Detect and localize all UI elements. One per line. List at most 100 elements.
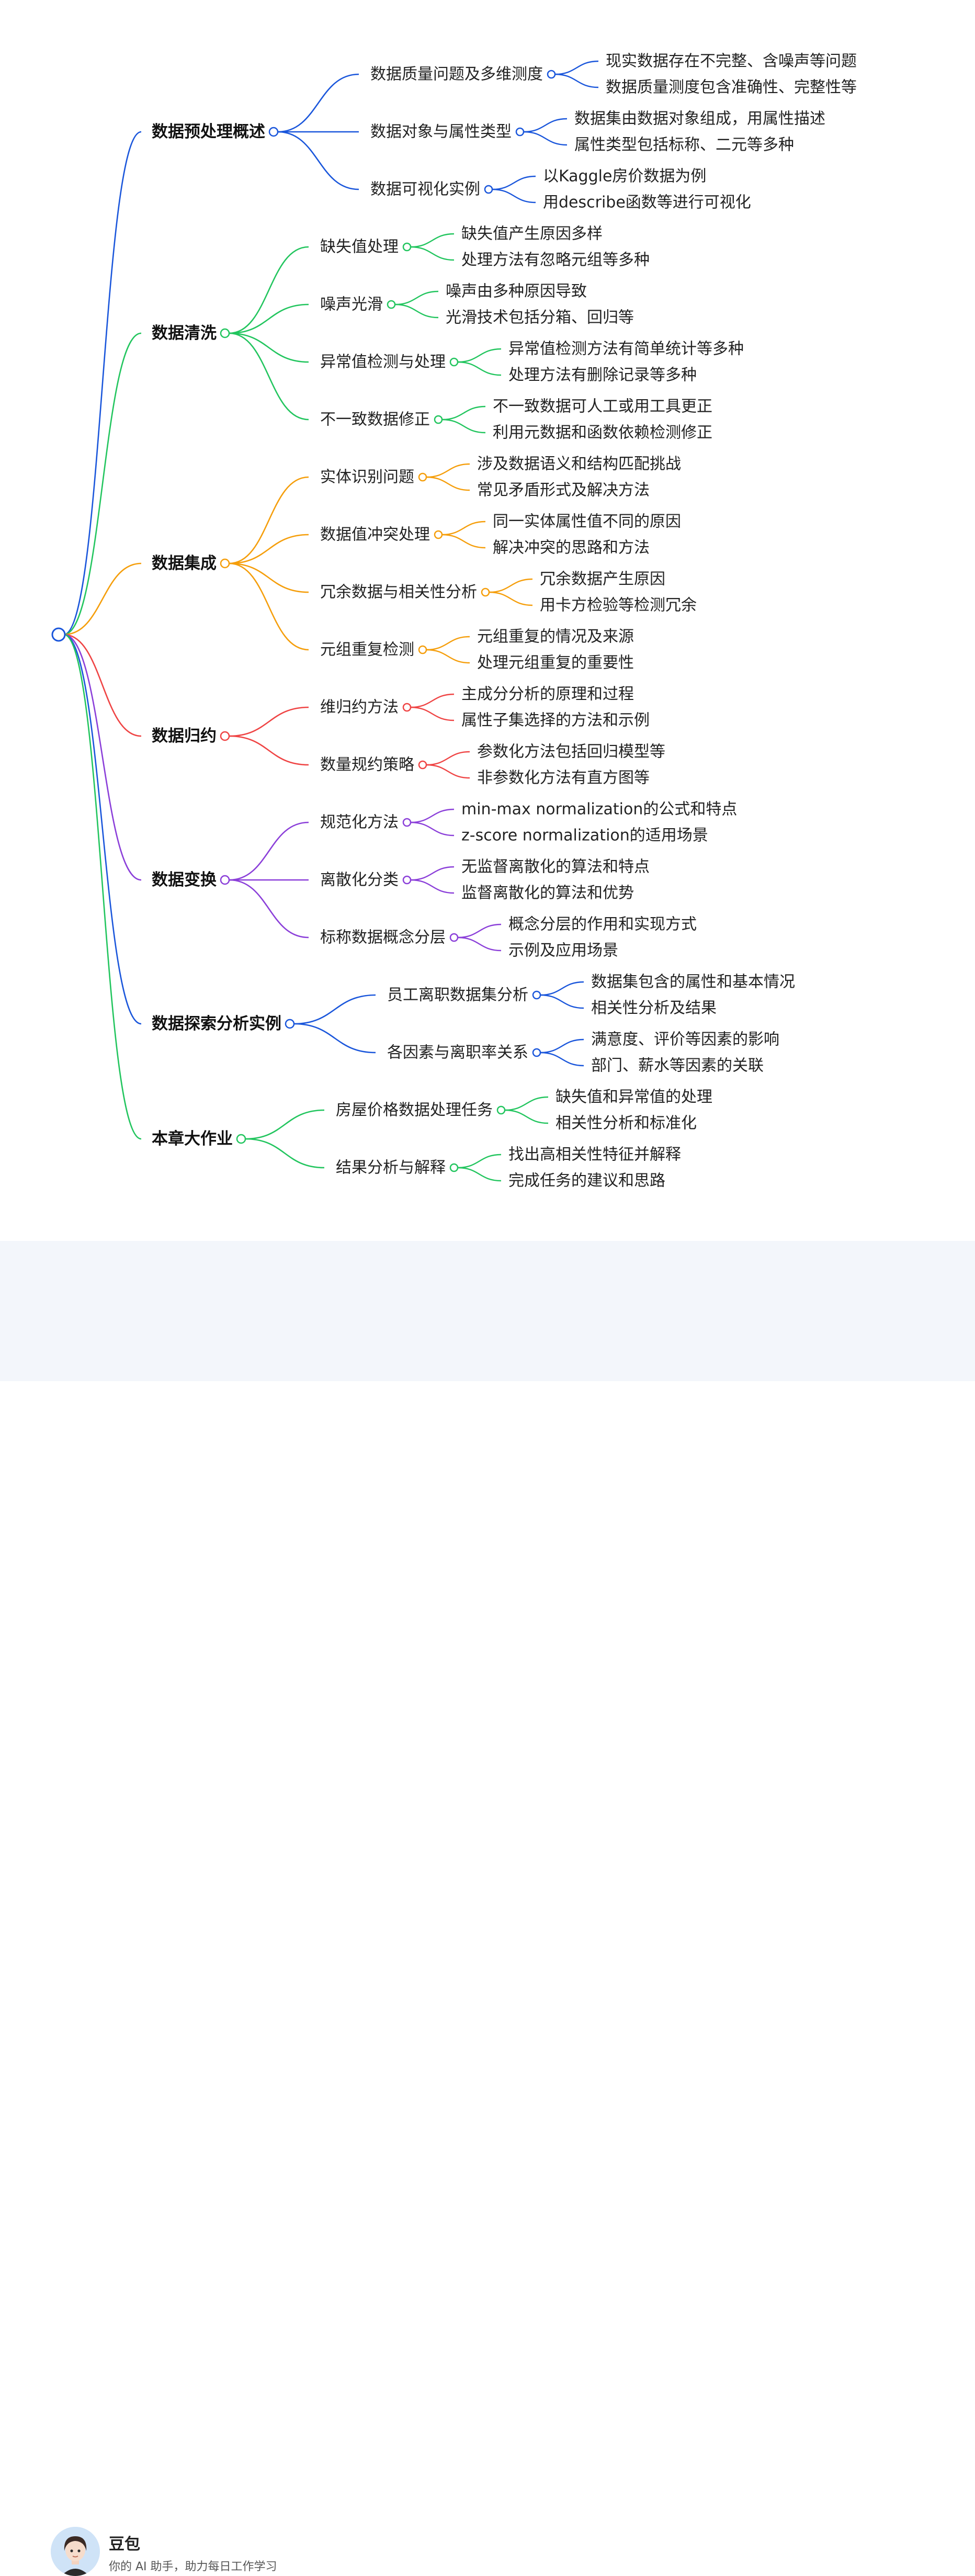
leaf-label: 冗余数据产生原因 bbox=[540, 570, 665, 589]
subtopic-label: 数据可视化实例 bbox=[370, 180, 480, 199]
leaf-label: 缺失值产生原因多样 bbox=[461, 225, 603, 243]
topic-link bbox=[63, 634, 142, 1025]
root-node[interactable] bbox=[51, 627, 66, 642]
topic-link bbox=[63, 562, 142, 636]
subtopic-node[interactable] bbox=[387, 300, 396, 309]
subtopic-link bbox=[293, 1023, 376, 1054]
leaf-link bbox=[410, 706, 455, 721]
leaf-label: 相关性分析及结果 bbox=[591, 999, 717, 1018]
leaf-label: 元组重复的情况及来源 bbox=[477, 628, 634, 646]
topic-node[interactable] bbox=[236, 1134, 246, 1144]
subtopic-label: 异常值检测与处理 bbox=[320, 353, 446, 371]
leaf-link bbox=[394, 303, 439, 319]
subtopic-link bbox=[293, 994, 376, 1025]
subtopic-label: 不一致数据修正 bbox=[320, 411, 430, 429]
leaf-label: 概念分层的作用和实现方式 bbox=[508, 916, 697, 934]
subtopic-node[interactable] bbox=[402, 242, 412, 252]
leaf-label: 解决冲突的思路和方法 bbox=[493, 539, 650, 557]
leaf-link bbox=[523, 118, 568, 133]
leaf-link bbox=[540, 1038, 584, 1054]
topic-label: 数据变换 bbox=[152, 871, 217, 889]
topic-node[interactable] bbox=[220, 558, 230, 569]
leaf-label: 属性子集选择的方法和示例 bbox=[461, 711, 650, 730]
leaf-link bbox=[540, 1052, 584, 1067]
leaf-label: 相关性分析和标准化 bbox=[555, 1114, 697, 1133]
subtopic-link bbox=[229, 332, 309, 421]
topic-label: 数据清洗 bbox=[152, 324, 217, 343]
leaf-label: 参数化方法包括回归模型等 bbox=[477, 743, 665, 761]
topic-link bbox=[63, 634, 142, 881]
leaf-label: z-score normalization的适用场景 bbox=[461, 827, 708, 845]
subtopic-node[interactable] bbox=[532, 1048, 541, 1057]
topic-label: 本章大作业 bbox=[152, 1129, 233, 1148]
subtopic-node[interactable] bbox=[402, 703, 412, 712]
leaf-link bbox=[410, 866, 455, 881]
leaf-label: 满意度、评价等因素的影响 bbox=[591, 1031, 779, 1049]
leaf-link bbox=[554, 60, 599, 75]
subtopic-node[interactable] bbox=[418, 760, 427, 770]
subtopic-node[interactable] bbox=[547, 70, 556, 79]
leaf-link bbox=[457, 1154, 502, 1169]
subtopic-link bbox=[229, 246, 309, 334]
leaf-label: 数据集包含的属性和基本情况 bbox=[591, 973, 795, 991]
topic-label: 数据预处理概述 bbox=[152, 122, 265, 141]
subtopic-label: 标称数据概念分层 bbox=[320, 929, 446, 947]
leaf-link bbox=[504, 1096, 549, 1111]
leaf-label: 无监督离散化的算法和特点 bbox=[461, 858, 650, 876]
subtopic-node[interactable] bbox=[449, 357, 459, 367]
subtopic-node[interactable] bbox=[434, 530, 443, 539]
topic-link bbox=[63, 634, 142, 1140]
leaf-link bbox=[441, 405, 486, 421]
subtopic-node[interactable] bbox=[449, 1163, 459, 1172]
leaf-label: 完成任务的建议和思路 bbox=[508, 1172, 665, 1190]
subtopic-node[interactable] bbox=[402, 818, 412, 827]
leaf-link bbox=[410, 879, 455, 894]
subtopic-link bbox=[245, 1138, 325, 1169]
subtopic-node[interactable] bbox=[402, 875, 412, 885]
topic-node[interactable] bbox=[220, 875, 230, 885]
topic-node[interactable] bbox=[285, 1019, 295, 1029]
subtopic-node[interactable] bbox=[496, 1105, 506, 1115]
subtopic-node[interactable] bbox=[449, 933, 459, 942]
leaf-label: 数据质量测度包含准确性、完整性等 bbox=[606, 78, 857, 97]
leaf-link bbox=[426, 476, 470, 491]
subtopic-node[interactable] bbox=[481, 587, 490, 597]
topic-link bbox=[63, 131, 142, 636]
subtopic-link bbox=[229, 562, 309, 651]
subtopic-node[interactable] bbox=[532, 990, 541, 1000]
subtopic-node[interactable] bbox=[515, 127, 525, 137]
leaf-link bbox=[523, 131, 568, 146]
leaf-label: 以Kaggle房价数据为例 bbox=[543, 167, 706, 186]
brand-name: 豆包 bbox=[109, 2535, 140, 2554]
subtopic-label: 数据对象与属性类型 bbox=[370, 123, 512, 141]
leaf-label: 同一实体属性值不同的原因 bbox=[493, 513, 681, 531]
topic-link bbox=[63, 332, 142, 636]
leaf-link bbox=[489, 591, 533, 606]
subtopic-label: 规范化方法 bbox=[320, 814, 399, 832]
subtopic-node[interactable] bbox=[484, 185, 493, 194]
leaf-label: 处理方法有忽略元组等多种 bbox=[461, 251, 650, 269]
leaf-label: 非参数化方法有直方图等 bbox=[477, 769, 650, 787]
subtopic-node[interactable] bbox=[418, 472, 427, 482]
subtopic-link bbox=[277, 73, 359, 133]
topic-node[interactable] bbox=[220, 328, 230, 338]
subtopic-link bbox=[229, 821, 309, 881]
topic-node[interactable] bbox=[220, 731, 230, 741]
leaf-label: 数据集由数据对象组成，用属性描述 bbox=[574, 110, 825, 128]
leaf-label: 利用元数据和函数依赖检测修正 bbox=[493, 424, 712, 442]
subtopic-label: 员工离职数据集分析 bbox=[387, 986, 528, 1004]
subtopic-node[interactable] bbox=[418, 645, 427, 654]
subtopic-link bbox=[229, 562, 309, 593]
leaf-label: 用describe函数等进行可视化 bbox=[543, 194, 751, 212]
subtopic-label: 实体识别问题 bbox=[320, 468, 414, 487]
leaf-label: 现实数据存在不完整、含噪声等问题 bbox=[606, 52, 857, 71]
leaf-link bbox=[489, 578, 533, 593]
leaf-link bbox=[457, 936, 502, 952]
topic-node[interactable] bbox=[268, 127, 279, 137]
leaf-label: 属性类型包括标称、二元等多种 bbox=[574, 136, 794, 154]
leaf-link bbox=[410, 233, 455, 248]
subtopic-node[interactable] bbox=[434, 415, 443, 424]
subtopic-label: 房屋价格数据处理任务 bbox=[336, 1101, 493, 1120]
leaf-label: 不一致数据可人工或用工具更正 bbox=[493, 398, 712, 416]
subtopic-label: 各因素与离职率关系 bbox=[387, 1044, 528, 1062]
